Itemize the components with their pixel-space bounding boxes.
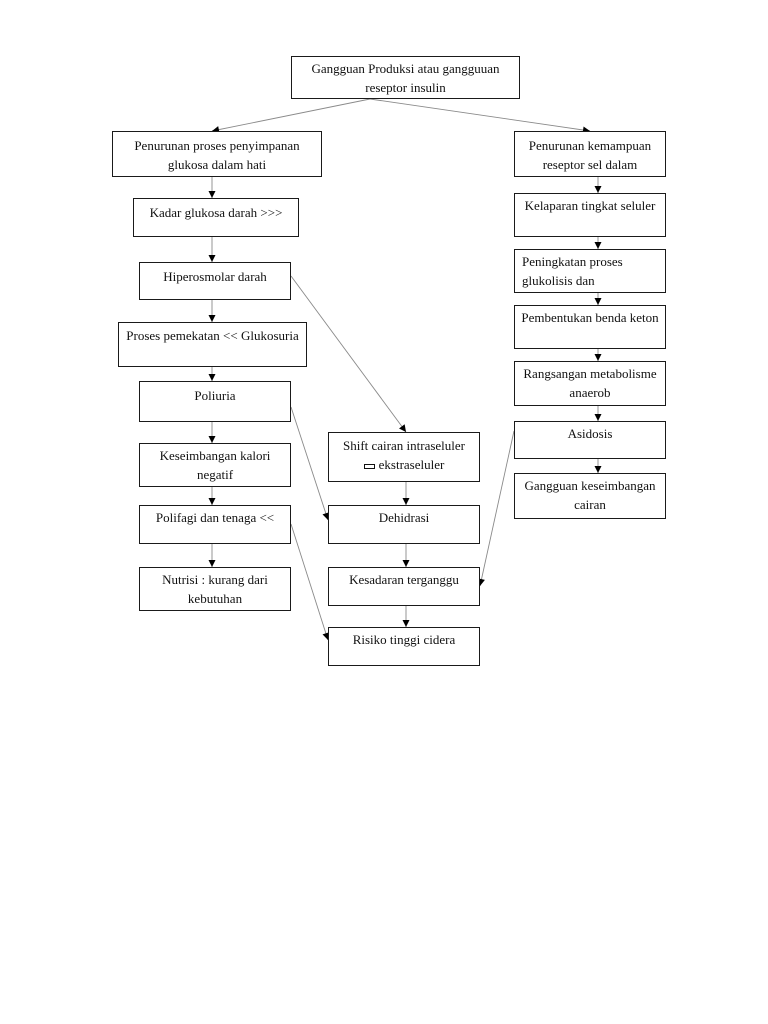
arrowhead-l3-to-m1: [399, 424, 406, 432]
node-shift-cairan-text: Shift cairan intraseluler: [342, 438, 465, 453]
arrowhead-r4-to-r5: [594, 354, 602, 361]
node-shift-cairan-line2: ekstraseluler: [333, 455, 475, 474]
arrowhead-r2-to-r3: [594, 242, 602, 249]
node-gangguan-keseimbangan-text: Gangguan keseimbangan cairan: [524, 478, 656, 512]
node-peningkatan-glukolisis-text: Peningkatan proses glukolisis dan: [522, 254, 623, 288]
connector-l3-to-m1: [290, 275, 407, 433]
node-root-text: Gangguan Produksi atau gangguuan resepto…: [311, 61, 500, 95]
node-keseimbangan-kalori: Keseimbangan kalori negatif: [139, 443, 291, 487]
arrowhead-l5-to-m2: [322, 512, 330, 520]
node-rangsangan-anaerob: Rangsangan metabolisme anaerob: [514, 361, 666, 406]
node-penurunan-penyimpanan: Penurunan proses penyimpanan glukosa dal…: [112, 131, 322, 177]
symbol-icon: [363, 463, 375, 469]
arrowhead-l3-to-l4: [208, 315, 216, 322]
node-asidosis-text: Asidosis: [567, 426, 613, 441]
node-asidosis: Asidosis: [514, 421, 666, 459]
arrowhead-l4-to-l5: [208, 374, 216, 381]
node-polifagi: Polifagi dan tenaga <<: [139, 505, 291, 544]
node-polifagi-text: Polifagi dan tenaga <<: [155, 510, 275, 525]
connector-l7-to-m4: [290, 523, 329, 641]
node-nutrisi-kurang-text: Nutrisi : kurang dari kebutuhan: [162, 572, 268, 606]
node-risiko-cidera: Risiko tinggi cidera: [328, 627, 480, 666]
node-keseimbangan-kalori-text: Keseimbangan kalori negatif: [159, 448, 271, 482]
arrowhead-l6-to-l7: [208, 498, 216, 505]
connector-r6-to-m3: [479, 430, 515, 587]
connector-root-to-r1: [369, 98, 591, 132]
node-dehidrasi-text: Dehidrasi: [378, 510, 430, 525]
connector-root-to-l1: [211, 98, 371, 132]
node-nutrisi-kurang: Nutrisi : kurang dari kebutuhan: [139, 567, 291, 611]
node-kadar-glukosa-text: Kadar glukosa darah >>>: [149, 205, 283, 220]
node-kesadaran-terganggu: Kesadaran terganggu: [328, 567, 480, 606]
node-risiko-cidera-text: Risiko tinggi cidera: [352, 632, 456, 647]
node-peningkatan-glukolisis: Peningkatan proses glukolisis dan: [514, 249, 666, 293]
arrowhead-l1-to-l2: [208, 191, 216, 198]
node-penurunan-kemampuan: Penurunan kemampuan reseptor sel dalam: [514, 131, 666, 177]
arrowhead-m2-to-m3: [402, 560, 410, 567]
node-shift-cairan-ekstraseluler: ekstraseluler: [378, 457, 445, 472]
arrowhead-m3-to-m4: [402, 620, 410, 627]
node-kadar-glukosa: Kadar glukosa darah >>>: [133, 198, 299, 237]
node-pembentukan-keton: Pembentukan benda keton: [514, 305, 666, 349]
arrowhead-r5-to-r6: [594, 414, 602, 421]
node-kelaparan-seluler: Kelaparan tingkat seluler: [514, 193, 666, 237]
arrowhead-r1-to-r2: [594, 186, 602, 193]
node-shift-cairan: Shift cairan intraseluler ekstraseluler: [328, 432, 480, 482]
node-kesadaran-terganggu-text: Kesadaran terganggu: [349, 572, 459, 587]
arrowhead-l7-to-m4: [322, 632, 330, 640]
node-poliuria-text: Poliuria: [194, 388, 236, 403]
arrowhead-m1-to-m2: [402, 498, 410, 505]
node-hiperosmolar-text: Hiperosmolar darah: [163, 269, 267, 284]
node-penurunan-kemampuan-text: Penurunan kemampuan reseptor sel dalam: [528, 138, 652, 172]
node-proses-pemekatan: Proses pemekatan << Glukosuria: [118, 322, 307, 367]
node-gangguan-keseimbangan: Gangguan keseimbangan cairan: [514, 473, 666, 519]
node-poliuria: Poliuria: [139, 381, 291, 422]
arrowhead-r6-to-r7: [594, 466, 602, 473]
node-rangsangan-anaerob-text: Rangsangan metabolisme anaerob: [523, 366, 657, 400]
node-hiperosmolar: Hiperosmolar darah: [139, 262, 291, 300]
node-proses-pemekatan-text: Proses pemekatan << Glukosuria: [126, 328, 299, 343]
arrowhead-r3-to-r4: [594, 298, 602, 305]
arrowhead-l5-to-l6: [208, 436, 216, 443]
arrowhead-l2-to-l3: [208, 255, 216, 262]
arrowhead-l7-to-l8: [208, 560, 216, 567]
node-penurunan-penyimpanan-text: Penurunan proses penyimpanan glukosa dal…: [134, 138, 300, 172]
node-kelaparan-seluler-text: Kelaparan tingkat seluler: [524, 198, 656, 213]
connector-l5-to-m2: [290, 406, 329, 521]
node-dehidrasi: Dehidrasi: [328, 505, 480, 544]
node-pembentukan-keton-text: Pembentukan benda keton: [521, 310, 659, 325]
node-root: Gangguan Produksi atau gangguuan resepto…: [291, 56, 520, 99]
